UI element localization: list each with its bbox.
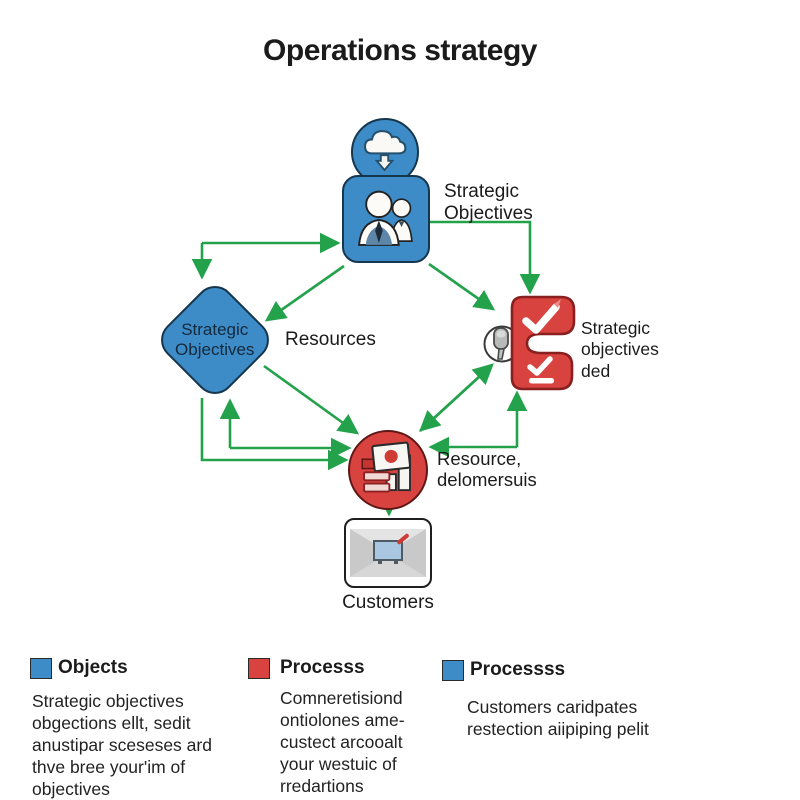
customers-label: Customers bbox=[342, 592, 434, 613]
legend-text-objects: Strategic objectives obgections ellt, se… bbox=[32, 691, 212, 800]
legend-text-processss: Customers caridpates restection aiipipin… bbox=[467, 697, 649, 740]
checklist-icon bbox=[510, 295, 576, 391]
strategic-objectives-label: Strategic Objectives bbox=[444, 181, 533, 225]
legend-label-objects: Objects bbox=[58, 657, 128, 678]
checklist-node bbox=[483, 295, 576, 391]
strategic-objectives-ded-label: Strategic objectives ded bbox=[581, 318, 659, 381]
strategic-objectives-node bbox=[342, 175, 430, 263]
legend-swatch-processs bbox=[248, 658, 270, 679]
envelope-package-icon bbox=[350, 529, 426, 577]
package-icon bbox=[373, 532, 410, 564]
page-title: Operations strategy bbox=[263, 34, 537, 67]
microphone-icon bbox=[493, 327, 509, 360]
resource-node bbox=[348, 430, 428, 510]
diamond-label: Strategic Objectives bbox=[175, 319, 255, 359]
legend-swatch-objects bbox=[30, 658, 52, 679]
customers-node bbox=[344, 518, 432, 588]
legend-text-processs: Comneretisiond ontiolones ame- custect a… bbox=[280, 688, 405, 797]
report-chart-icon bbox=[361, 441, 412, 493]
resources-label: Resources bbox=[285, 329, 376, 350]
legend-label-processs: Processs bbox=[280, 657, 365, 678]
legend-label-processss: Processss bbox=[470, 659, 566, 680]
people-icon bbox=[358, 190, 413, 246]
connector-arrows bbox=[191, 220, 541, 517]
resource-delomersuis-label: Resource, delomersuis bbox=[437, 448, 537, 491]
cloud-download-icon bbox=[364, 130, 407, 172]
legend-swatch-processss bbox=[442, 660, 464, 681]
strategy-cloud-node bbox=[351, 118, 419, 186]
